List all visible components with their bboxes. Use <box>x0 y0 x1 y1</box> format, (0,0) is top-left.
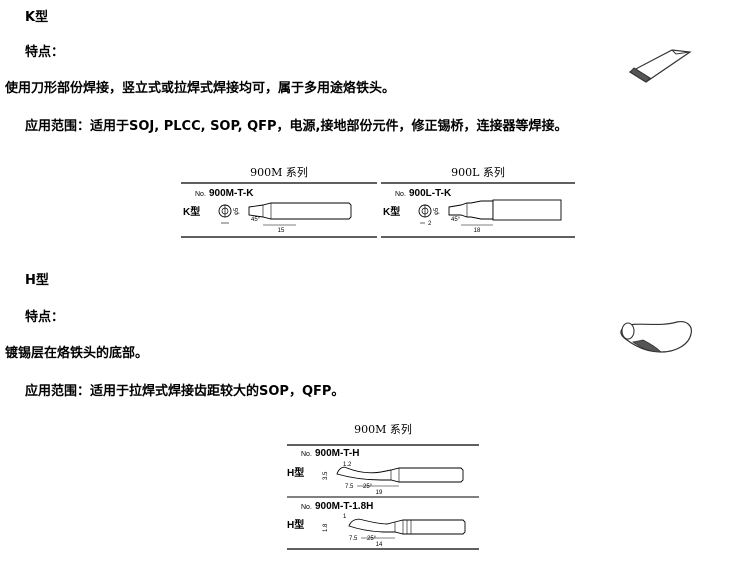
section-h-application: 应用范围：适用于拉焊式焊接齿距较大的SOP，QFP。 <box>25 384 345 399</box>
h-row2-dim-length: 14 <box>376 542 383 548</box>
k-drawing-900m-dim-angle: 45° <box>251 217 261 223</box>
k-drawing-900m-type-label: K型 <box>183 205 200 218</box>
h-row1-dim-c: 7.5 <box>345 484 354 490</box>
h-tip-illustration-icon <box>620 321 692 353</box>
section-k-title: K型 <box>25 10 49 25</box>
k-drawing-900l-model: 900L-T-K <box>409 188 452 199</box>
h-row2-dim-b: 1.8 <box>323 523 329 532</box>
section-k-description: 使用刀形部份焊接，竖立式或拉焊式焊接均可，属于多用途烙铁头。 <box>5 81 396 96</box>
k-drawing-900m-model: 900M-T-K <box>209 188 254 199</box>
h-row1-dim-b: 3.5 <box>323 471 329 480</box>
k-drawing-900m-dim-diameter: φ5 <box>234 207 240 215</box>
h-row2-model-prefix: No. <box>301 504 312 511</box>
h-row2-type-label: H型 <box>287 518 304 531</box>
k-drawing-900l-type-label: K型 <box>383 205 400 218</box>
k-drawing-900l: 900L 系列 No. 900L-T-K K型 2 φ5 45° 18 <box>381 165 575 238</box>
k-drawing-900l-dim-length: 18 <box>474 228 481 234</box>
k-drawing-900l-dim-small: 2 <box>428 221 432 227</box>
h-row1-type-label: H型 <box>287 466 304 479</box>
k-drawing-900m-series: 900M 系列 <box>250 165 308 179</box>
h-row2-dim-a: 1 <box>343 514 347 520</box>
k-drawing-900m: 900M 系列 No. 900M-T-K K型 φ5 45° 15 <box>181 165 377 238</box>
h-row1-model-prefix: No. <box>301 451 312 458</box>
section-k-application: 应用范围：适用于SOJ, PLCC, SOP, QFP，电源,接地部份元件，修正… <box>25 119 568 134</box>
k-drawing-900l-model-prefix: No. <box>395 191 406 198</box>
section-h-title: H型 <box>25 273 49 288</box>
section-k-features-label: 特点： <box>25 45 65 60</box>
h-drawing-series: 900M 系列 <box>354 422 412 436</box>
k-drawing-900m-model-prefix: No. <box>195 191 206 198</box>
h-row1-dim-angle: 25° <box>363 484 373 490</box>
h-row1-dim-a: 1.2 <box>343 462 352 468</box>
k-drawing-900l-series: 900L 系列 <box>451 165 505 179</box>
h-row2-model: 900M-T-1.8H <box>315 501 373 512</box>
section-h-description: 镀锡层在烙铁头的底部。 <box>5 346 149 361</box>
k-drawing-900l-dim-angle: 45° <box>451 217 461 223</box>
h-row2-dim-c: 7.5 <box>349 536 358 542</box>
section-h-features-label: 特点： <box>25 310 65 325</box>
k-tip-illustration-icon <box>628 49 692 83</box>
h-row1-dim-length: 19 <box>376 490 383 496</box>
h-row1-model: 900M-T-H <box>315 448 359 459</box>
h-drawing-900m: 900M 系列 No. 900M-T-H H型 1.2 3.5 7.5 25° … <box>287 422 479 550</box>
k-drawing-900m-dim-length: 15 <box>278 228 285 234</box>
h-row2-dim-angle: 25° <box>367 536 377 542</box>
k-drawing-900l-dim-diameter: φ5 <box>434 207 440 215</box>
